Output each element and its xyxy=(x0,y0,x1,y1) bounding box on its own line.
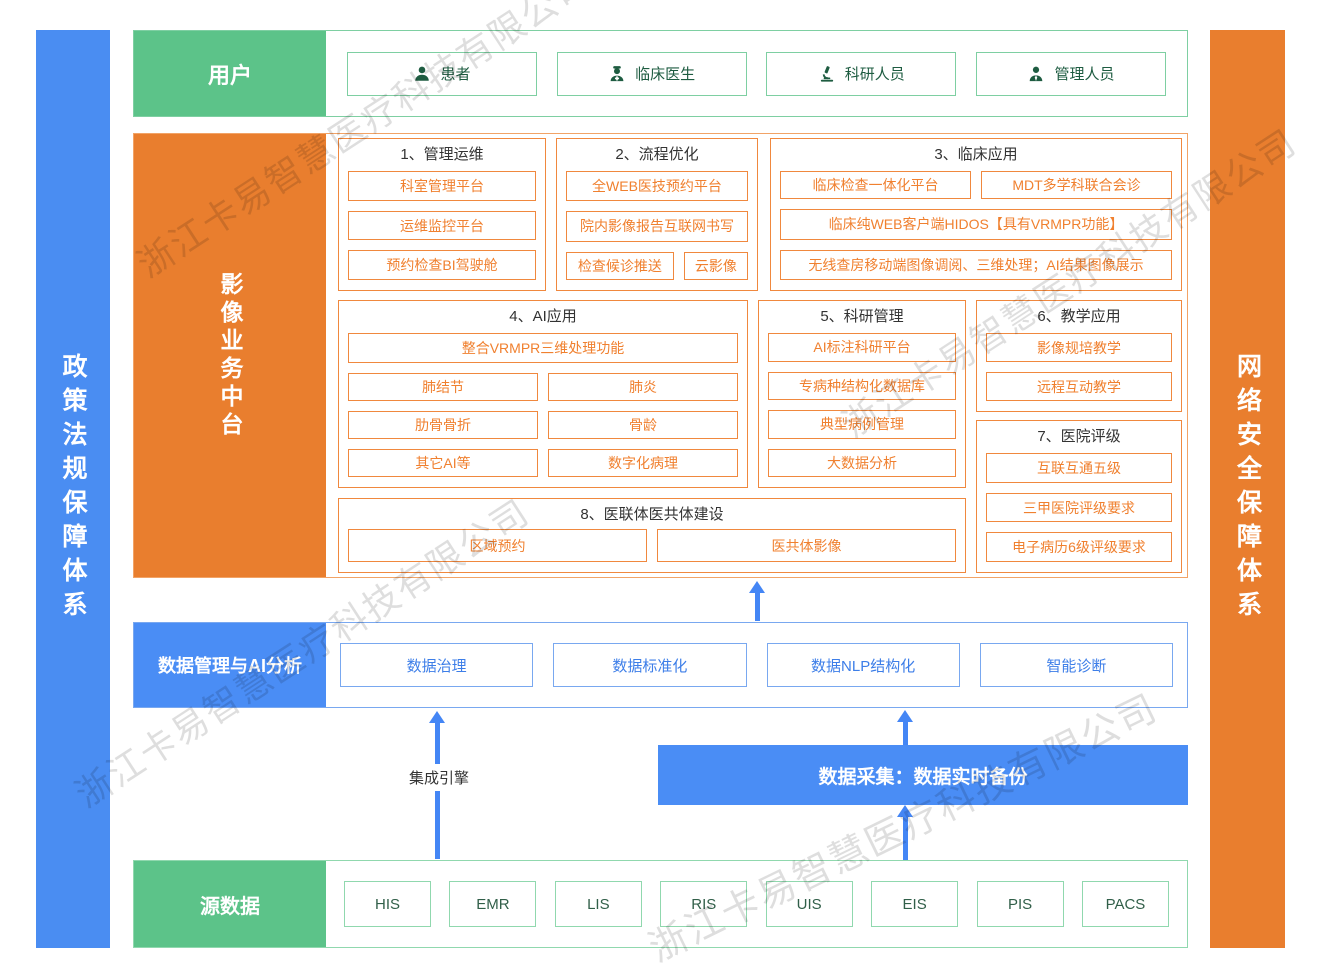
user-box-clinician: 临床医生 xyxy=(556,51,747,96)
module-box: 骨龄 xyxy=(548,411,738,439)
section-clinical-application: 3、临床应用 临床检查一体化平台 MDT多学科联合会诊 临床纯WEB客户端HID… xyxy=(770,138,1182,291)
module-box: 科室管理平台 xyxy=(348,171,536,201)
users-row-content: 患者 临床医生 科研人员 管理人员 xyxy=(326,31,1187,116)
section-ai-application: 4、AI应用 整合VRMPR三维处理功能 肺结节 肺炎 肋骨骨折 骨龄 其它AI… xyxy=(338,300,748,488)
module-box: 临床纯WEB客户端HIDOS【具有VRMPR功能】 xyxy=(780,209,1172,240)
data-box: 数据标准化 xyxy=(553,643,747,687)
section-process-optimization: 2、流程优化 全WEB医技预约平台 院内影像报告互联网书写 检查候诊推送 云影像 xyxy=(556,138,758,291)
module-box: 三甲医院评级要求 xyxy=(986,492,1172,523)
source-system-box: UIS xyxy=(765,881,853,927)
doctor-icon xyxy=(608,65,626,83)
section-title: 6、教学应用 xyxy=(1037,308,1121,325)
data-management-label: 数据管理与AI分析 xyxy=(134,623,326,707)
source-system-box: PACS xyxy=(1081,881,1169,927)
section-title: 7、医院评级 xyxy=(1037,428,1121,445)
source-data-row: 源数据 HIS EMR LIS RIS UIS EIS PIS PACS xyxy=(133,860,1188,948)
data-box: 数据治理 xyxy=(340,643,534,687)
section-title: 2、流程优化 xyxy=(615,146,699,163)
section-title: 4、AI应用 xyxy=(509,308,577,325)
module-box: MDT多学科联合会诊 xyxy=(981,171,1172,200)
module-box: 专病种结构化数据库 xyxy=(768,371,956,400)
module-box: 远程互动教学 xyxy=(986,372,1172,401)
module-box: 运维监控平台 xyxy=(348,210,536,241)
module-box: 医共体影像 xyxy=(657,529,956,562)
section-title: 1、管理运维 xyxy=(400,146,484,163)
source-system-box: PIS xyxy=(976,881,1064,927)
data-box: 智能诊断 xyxy=(979,643,1173,687)
module-box: 整合VRMPR三维处理功能 xyxy=(348,333,738,363)
users-row: 用户 患者 临床医生 科研人员 xyxy=(133,30,1188,117)
module-box: 云影像 xyxy=(683,251,748,280)
collection-arrow-up-top xyxy=(897,710,913,745)
user-box-label: 患者 xyxy=(440,66,471,83)
imaging-platform-label-block: 影像业务中台 xyxy=(134,134,326,577)
source-system-box: HIS xyxy=(344,881,431,927)
module-box: 肋骨骨折 xyxy=(348,411,538,439)
imaging-platform-label: 影像业务中台 xyxy=(217,271,243,440)
data-collection-bar: 数据采集：数据实时备份 xyxy=(658,745,1188,805)
network-security-sidebar: 网络安全保障体系 xyxy=(1210,30,1285,948)
integration-engine-label: 集成引擎 xyxy=(404,764,475,791)
module-box: 预约检查BI驾驶舱 xyxy=(348,250,536,281)
module-box: 无线查房移动端图像调阅、三维处理；AI结果图像展示 xyxy=(780,249,1172,280)
user-box-label: 科研人员 xyxy=(844,66,905,83)
module-box: 区域预约 xyxy=(348,529,647,562)
section-management-ops: 1、管理运维 科室管理平台 运维监控平台 预约检查BI驾驶舱 xyxy=(338,138,546,291)
module-box: 全WEB医技预约平台 xyxy=(566,171,748,202)
user-box-administrator: 管理人员 xyxy=(975,51,1166,96)
source-system-box: EIS xyxy=(871,881,959,927)
users-row-label: 用户 xyxy=(134,31,326,116)
patient-icon xyxy=(413,65,431,83)
data-box: 数据NLP结构化 xyxy=(766,643,960,687)
module-box: 其它AI等 xyxy=(348,449,538,477)
module-box: 影像规培教学 xyxy=(986,333,1172,362)
section-hospital-rating: 7、医院评级 互联互通五级 三甲医院评级要求 电子病历6级评级要求 xyxy=(976,420,1182,573)
data-management-row: 数据管理与AI分析 数据治理 数据标准化 数据NLP结构化 智能诊断 xyxy=(133,622,1188,708)
source-data-label: 源数据 xyxy=(134,861,326,947)
user-box-patient: 患者 xyxy=(347,51,537,96)
policy-regulation-label: 政策法规保障体系 xyxy=(59,353,87,625)
module-box: 院内影像报告互联网书写 xyxy=(566,211,748,242)
module-box: 大数据分析 xyxy=(768,448,956,477)
section-title: 8、医联体医共体建设 xyxy=(580,506,724,523)
module-box: 临床检查一体化平台 xyxy=(780,171,971,200)
source-system-box: LIS xyxy=(554,881,642,927)
imaging-platform-row: 影像业务中台 1、管理运维 科室管理平台 运维监控平台 预约检查BI驾驶舱 2、… xyxy=(133,133,1188,578)
source-data-content: HIS EMR LIS RIS UIS EIS PIS PACS xyxy=(326,861,1187,947)
section-title: 5、科研管理 xyxy=(820,308,904,325)
section-title: 3、临床应用 xyxy=(934,146,1018,163)
user-box-label: 管理人员 xyxy=(1054,66,1115,83)
integration-engine-arrow xyxy=(429,711,445,859)
admin-icon xyxy=(1027,65,1045,83)
user-box-label: 临床医生 xyxy=(635,66,696,83)
module-box: 肺炎 xyxy=(548,373,738,401)
policy-regulation-sidebar: 政策法规保障体系 xyxy=(36,30,110,948)
user-box-researcher: 科研人员 xyxy=(766,51,957,96)
collection-arrow-up-bottom xyxy=(897,805,913,860)
section-medical-alliance: 8、医联体医共体建设 区域预约 医共体影像 xyxy=(338,498,966,573)
flow-arrow-up xyxy=(749,581,765,621)
module-box: 数字化病理 xyxy=(548,449,738,477)
microscope-icon xyxy=(818,65,836,83)
module-box: 检查候诊推送 xyxy=(566,251,674,280)
source-system-box: EMR xyxy=(449,881,537,927)
module-box: AI标注科研平台 xyxy=(768,333,956,362)
module-box: 互联互通五级 xyxy=(986,453,1172,483)
module-box: 肺结节 xyxy=(348,373,538,401)
network-security-label: 网络安全保障体系 xyxy=(1233,353,1262,625)
module-box: 典型病例管理 xyxy=(768,410,956,439)
section-teaching-application: 6、教学应用 影像规培教学 远程互动教学 xyxy=(976,300,1182,412)
data-management-content: 数据治理 数据标准化 数据NLP结构化 智能诊断 xyxy=(326,623,1187,707)
section-research-management: 5、科研管理 AI标注科研平台 专病种结构化数据库 典型病例管理 大数据分析 xyxy=(758,300,966,488)
source-system-box: RIS xyxy=(660,881,748,927)
module-box: 电子病历6级评级要求 xyxy=(986,532,1172,563)
